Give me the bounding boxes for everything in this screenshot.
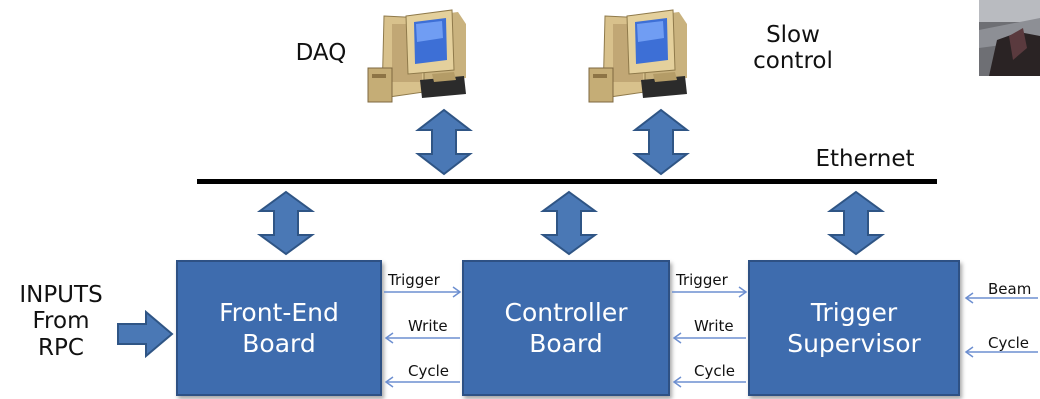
trigger-supervisor-board-line-1: Trigger bbox=[810, 297, 898, 327]
corner-photo bbox=[979, 0, 1040, 76]
controller-trigger-write-label: Write bbox=[694, 317, 734, 335]
trigger-supervisor-board: Trigger Supervisor bbox=[748, 260, 960, 396]
controller-trigger-trigger-arrowhead bbox=[738, 286, 748, 298]
controller-board: Controller Board bbox=[462, 260, 670, 396]
slow-control-ethernet-double-arrow bbox=[632, 108, 690, 176]
inputs-label-line-3: RPC bbox=[38, 334, 84, 361]
front-end-ethernet-double-arrow bbox=[256, 190, 316, 256]
ethernet-label: Ethernet bbox=[815, 146, 915, 172]
controller-ethernet-double-arrow bbox=[539, 190, 599, 256]
external-cycle-arrowhead bbox=[964, 346, 974, 358]
trigger-supervisor-ethernet-double-arrow bbox=[826, 190, 886, 256]
external-cycle-label: Cycle bbox=[988, 334, 1029, 352]
fe-controller-trigger-label: Trigger bbox=[388, 271, 440, 289]
slow-control-computer-icon bbox=[588, 9, 687, 103]
slow-control-label-line-1: Slow bbox=[766, 22, 820, 48]
controller-board-line-2: Board bbox=[529, 329, 603, 358]
inputs-label: INPUTS From RPC bbox=[6, 282, 116, 361]
daq-ethernet-double-arrow bbox=[415, 108, 473, 176]
controller-trigger-write-arrowhead bbox=[672, 332, 682, 344]
front-end-board-line-1: Front-End bbox=[219, 297, 339, 327]
trigger-supervisor-board-line-2: Supervisor bbox=[787, 329, 921, 358]
front-end-board: Front-End Board bbox=[176, 260, 382, 396]
beam-label: Beam bbox=[988, 280, 1032, 298]
daq-computer-icon bbox=[367, 9, 466, 103]
fe-controller-write-label: Write bbox=[408, 317, 448, 335]
fe-controller-trigger-arrowhead bbox=[452, 286, 462, 298]
controller-board-line-1: Controller bbox=[504, 297, 628, 327]
controller-trigger-cycle-arrowhead bbox=[672, 376, 682, 388]
fe-controller-cycle-label: Cycle bbox=[408, 362, 449, 380]
slow-control-label: Slow control bbox=[738, 22, 848, 75]
ethernet-bus-line bbox=[197, 179, 937, 184]
inputs-label-line-1: INPUTS bbox=[19, 282, 103, 308]
fe-controller-cycle-arrowhead bbox=[384, 376, 394, 388]
beam-arrowhead bbox=[964, 292, 974, 304]
fe-controller-write-arrowhead bbox=[384, 332, 394, 344]
inputs-arrow bbox=[117, 310, 174, 358]
inputs-label-line-2: From bbox=[32, 308, 90, 335]
slow-control-label-line-2: control bbox=[753, 48, 833, 75]
controller-trigger-trigger-label: Trigger bbox=[676, 271, 728, 289]
controller-trigger-cycle-label: Cycle bbox=[694, 362, 735, 380]
front-end-board-line-2: Board bbox=[242, 329, 316, 358]
daq-label: DAQ bbox=[295, 40, 347, 66]
